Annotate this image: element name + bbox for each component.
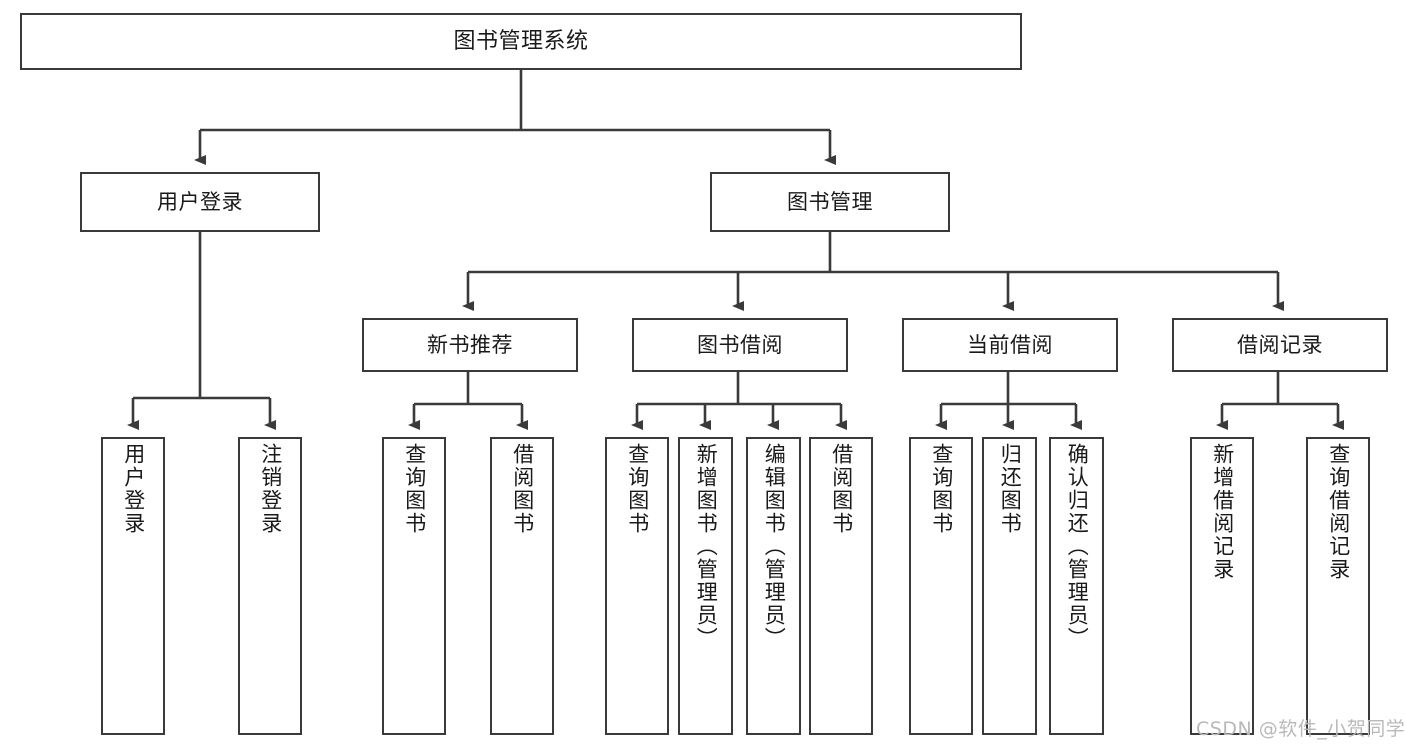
node-user-login[interactable]: 用户登录 <box>80 172 320 232</box>
node-label: 查询图书 <box>625 443 650 535</box>
node-current-borrow[interactable]: 当前借阅 <box>902 318 1118 372</box>
leaf-confirm-return-admin[interactable]: 确认归还（管理员） <box>1049 437 1104 735</box>
leaf-edit-book-admin[interactable]: 编辑图书（管理员） <box>746 437 801 735</box>
node-root-system[interactable]: 图书管理系统 <box>20 13 1022 70</box>
node-label: 查询借阅记录 <box>1326 443 1351 581</box>
leaf-query-borrow-record[interactable]: 查询借阅记录 <box>1306 437 1370 735</box>
leaf-borrow-book[interactable]: 借阅图书 <box>809 437 873 735</box>
node-label: 确认归还（管理员） <box>1065 443 1090 650</box>
node-label: 新书推荐 <box>427 332 513 357</box>
leaf-user-login[interactable]: 用户登录 <box>101 437 165 735</box>
leaf-query-book-borrow[interactable]: 查询图书 <box>605 437 669 735</box>
leaf-query-book-current[interactable]: 查询图书 <box>909 437 973 735</box>
node-book-borrow[interactable]: 图书借阅 <box>632 318 848 372</box>
node-label: 借阅图书 <box>829 443 854 535</box>
node-label: 图书管理 <box>787 189 873 214</box>
node-label: 新增图书（管理员） <box>694 443 719 650</box>
node-label: 当前借阅 <box>967 332 1053 357</box>
leaf-return-book[interactable]: 归还图书 <box>982 437 1037 735</box>
node-label: 图书借阅 <box>697 332 783 357</box>
node-new-book-recommend[interactable]: 新书推荐 <box>362 318 578 372</box>
leaf-add-borrow-record[interactable]: 新增借阅记录 <box>1190 437 1254 735</box>
leaf-query-book-recommend[interactable]: 查询图书 <box>382 437 446 735</box>
node-label: 查询图书 <box>929 443 954 535</box>
node-label: 用户登录 <box>121 443 146 535</box>
node-label: 图书管理系统 <box>453 28 589 54</box>
node-label: 新增借阅记录 <box>1210 443 1235 581</box>
node-label: 借阅记录 <box>1237 332 1323 357</box>
node-label: 编辑图书（管理员） <box>762 443 787 650</box>
node-label: 借阅图书 <box>510 443 535 535</box>
node-book-management[interactable]: 图书管理 <box>710 172 950 232</box>
leaf-borrow-book-recommend[interactable]: 借阅图书 <box>490 437 554 735</box>
leaf-add-book-admin[interactable]: 新增图书（管理员） <box>678 437 733 735</box>
leaf-logout[interactable]: 注销登录 <box>238 437 302 735</box>
node-borrow-record[interactable]: 借阅记录 <box>1172 318 1388 372</box>
csdn-watermark: CSDN @软件_小贺同学 <box>1196 718 1405 740</box>
node-label: 查询图书 <box>402 443 427 535</box>
node-label: 归还图书 <box>998 443 1023 535</box>
node-label: 注销登录 <box>258 443 283 535</box>
node-label: 用户登录 <box>157 189 243 214</box>
